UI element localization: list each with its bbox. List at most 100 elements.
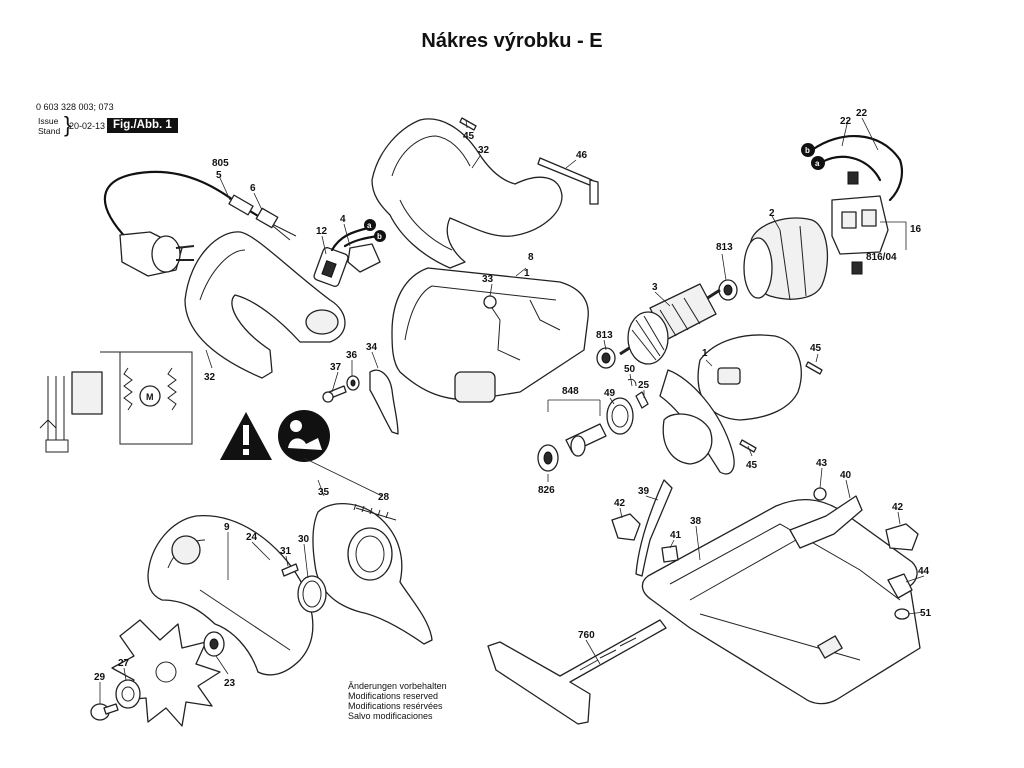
label-40: 40 <box>840 470 852 481</box>
motor-wiring <box>801 134 904 202</box>
label-22-inner: 22 <box>840 116 852 127</box>
label-4: 4 <box>340 214 346 225</box>
label-43: 43 <box>816 458 828 469</box>
knob-42-left <box>611 513 641 541</box>
stator <box>743 217 829 301</box>
angle-guide-40 <box>789 487 863 549</box>
label-34: 34 <box>366 342 378 353</box>
lever-34 <box>369 369 399 435</box>
depth-guide <box>635 479 673 577</box>
label-51: 51 <box>920 608 932 619</box>
part-labels: 805 5 6 12 4 a b 45 32 46 22 22 b a 2 16… <box>94 108 932 689</box>
lower-blade-guard <box>147 515 314 676</box>
label-8: 8 <box>528 252 534 263</box>
label-42-right: 42 <box>892 502 904 513</box>
warning-triangle-icon <box>220 412 272 460</box>
label-12: 12 <box>316 226 328 237</box>
circuit-schematic: M <box>39 351 193 453</box>
bolt-29 <box>90 703 119 721</box>
label-1-motor: 1 <box>702 348 708 359</box>
read-manual-icon <box>278 410 330 462</box>
issue-label: Issue <box>38 116 59 126</box>
gear-housing <box>659 334 802 475</box>
bearing-813-top <box>718 279 738 301</box>
label-32-top: 32 <box>478 145 490 156</box>
label-28: 28 <box>378 492 390 503</box>
wire-a-right: a <box>815 159 820 168</box>
screw-31 <box>281 563 299 577</box>
label-848: 848 <box>562 386 579 397</box>
label-36: 36 <box>346 350 358 361</box>
label-46: 46 <box>576 150 588 161</box>
screw-41 <box>661 545 679 563</box>
washer-36 <box>346 375 360 391</box>
label-50: 50 <box>624 364 636 375</box>
screw-45-top <box>459 117 477 131</box>
figure-label: Fig./Abb. 1 <box>107 118 178 133</box>
note-fr: Modifications resérvées <box>348 701 443 711</box>
parallel-guide <box>487 619 667 725</box>
spindle-assembly <box>537 378 649 472</box>
housing-top <box>371 118 563 269</box>
label-22-outer: 22 <box>856 108 868 119</box>
issue-stand-label: Issue Stand <box>38 116 60 136</box>
label-760: 760 <box>578 630 595 641</box>
label-805: 805 <box>212 158 229 169</box>
label-38: 38 <box>690 516 702 527</box>
label-3: 3 <box>652 282 658 293</box>
ring-30 <box>297 575 327 613</box>
modifications-notice: Änderungen vorbehalten Modifications res… <box>348 681 447 721</box>
label-27: 27 <box>118 658 130 669</box>
knob-42-right <box>885 523 919 551</box>
note-es: Salvo modificaciones <box>348 711 433 721</box>
plug <box>119 231 195 277</box>
label-49: 49 <box>604 388 616 399</box>
label-30: 30 <box>298 534 310 545</box>
motor-housing-body <box>391 267 589 403</box>
label-826: 826 <box>538 485 555 496</box>
label-44: 44 <box>918 566 930 577</box>
armature <box>619 283 721 365</box>
screw-37 <box>322 385 347 403</box>
knob-44 <box>887 573 913 599</box>
base-plate <box>641 498 921 705</box>
screw-51 <box>894 608 910 620</box>
label-813-bottom: 813 <box>596 330 613 341</box>
label-23: 23 <box>224 678 236 689</box>
label-31: 31 <box>280 546 292 557</box>
brush-holder <box>831 195 889 275</box>
label-5: 5 <box>216 170 222 181</box>
label-33: 33 <box>482 274 494 285</box>
note-de: Änderungen vorbehalten <box>348 681 447 691</box>
hex-key <box>537 157 599 205</box>
bearing-813-bottom <box>596 347 616 369</box>
stand-label: Stand <box>38 126 61 136</box>
label-41: 41 <box>670 530 682 541</box>
label-45-lower: 45 <box>746 460 758 471</box>
label-37: 37 <box>330 362 342 373</box>
label-45-top: 45 <box>463 131 475 142</box>
switch <box>313 219 386 287</box>
upper-blade-guard <box>312 502 433 645</box>
washer-27 <box>115 679 141 709</box>
leader-lines <box>99 117 925 704</box>
label-1-housing: 1 <box>524 268 530 279</box>
label-9: 9 <box>224 522 230 533</box>
label-45-motor: 45 <box>810 343 822 354</box>
issue-date: 20-02-13 <box>69 121 106 131</box>
page-title: Nákres výrobku - E <box>421 30 603 52</box>
wire-b-left: b <box>377 232 382 241</box>
label-39: 39 <box>638 486 650 497</box>
label-42-left: 42 <box>614 498 626 509</box>
wire-b-right: b <box>805 146 810 155</box>
label-816-04: 816/04 <box>866 252 897 263</box>
label-35: 35 <box>318 487 330 498</box>
wire-a-left: a <box>367 221 372 230</box>
label-16: 16 <box>910 224 922 235</box>
label-6: 6 <box>250 183 256 194</box>
note-en: Modifications reserved <box>348 691 439 701</box>
label-2: 2 <box>769 208 775 219</box>
brace-symbol: } <box>64 112 72 137</box>
handle-cover <box>184 231 346 379</box>
